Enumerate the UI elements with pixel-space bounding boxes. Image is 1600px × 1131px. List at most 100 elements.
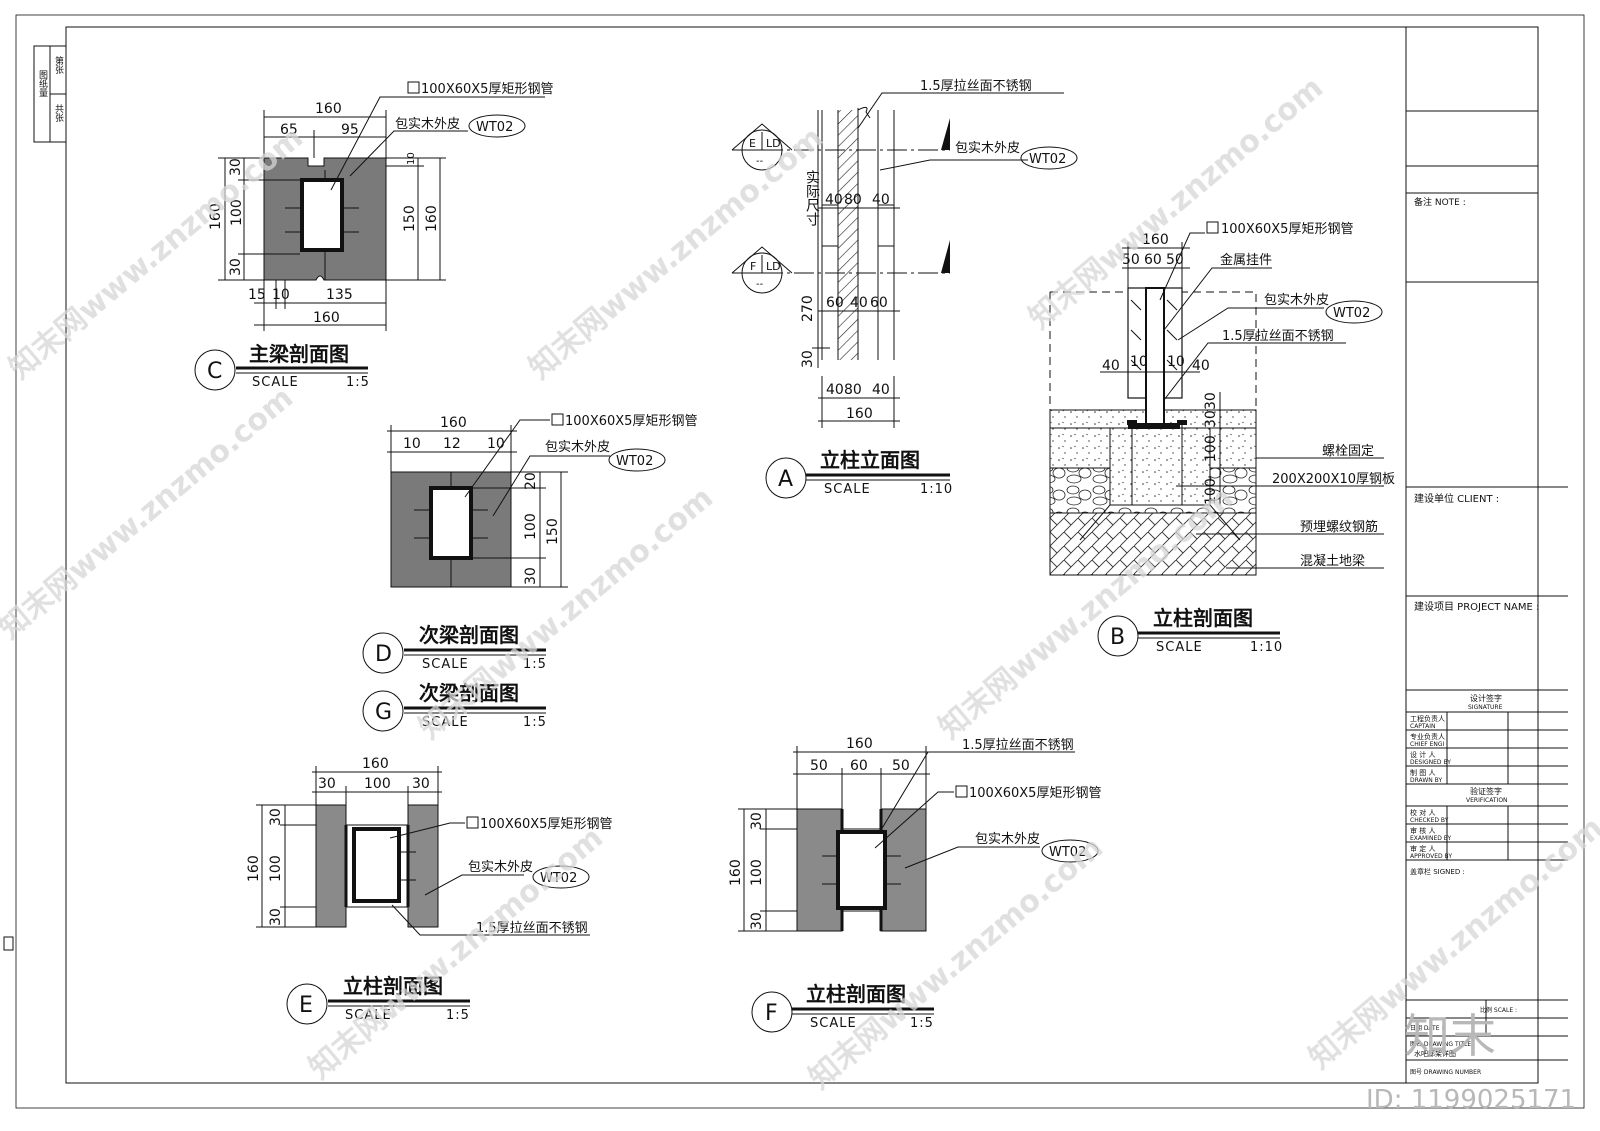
e-dim-l100: 100 (268, 855, 284, 882)
b-label-stainless: 1.5厚拉丝面不锈钢 (1222, 329, 1334, 344)
b-dim-r10: 10 (1167, 354, 1185, 370)
c-dim-65: 65 (280, 122, 298, 138)
a-dim-b3: 40 (872, 382, 890, 398)
d-dim-r100: 100 (523, 513, 539, 540)
f-letter: F (765, 1001, 778, 1026)
section-b: 160 50 60 50 40 10 10 40 30 30 100 100 1… (1049, 221, 1395, 657)
tb-note: 备注 NOTE : (1414, 196, 1466, 208)
f-dim-c: 50 (892, 758, 910, 774)
a-dim-30: 30 (800, 350, 816, 368)
section-g: G 次梁剖面图 SCALE 1:5 (362, 681, 547, 732)
c-label-wood: 包实木外皮 (395, 117, 460, 132)
d-dim-c: 10 (487, 436, 505, 452)
tb-drawn-cn: 制 图 人 (1410, 768, 1435, 777)
c-dim-b160: 160 (313, 310, 340, 326)
c-dim-r10: 10 (406, 152, 417, 165)
tb-drawing-title: 图名 DRAWING TITLE (1410, 1040, 1471, 1048)
b-dim-a: 50 (1122, 252, 1140, 268)
watermark-logo: 知末 (1404, 1009, 1496, 1063)
a-symbol-ld2: LD (766, 260, 781, 273)
a-tag-wt02: WT02 (1029, 152, 1066, 167)
d-dim-r20: 20 (523, 472, 539, 490)
e-label-tube: 100X60X5厚矩形钢管 (480, 817, 612, 832)
a-dim-b1: 40 (826, 382, 844, 398)
g-title: 次梁剖面图 (419, 681, 519, 705)
b-label-beam: 混凝土地梁 (1300, 553, 1365, 569)
d-dim-r150: 150 (545, 518, 561, 545)
e-scale-word: SCALE (345, 1008, 392, 1023)
a-dim-v3: 40 (872, 192, 890, 208)
a-dim-v1: 40 (825, 192, 843, 208)
tb-drawn-en: DRAWN BY (1410, 777, 1442, 784)
tb-scale: 比例 SCALE : (1480, 1006, 1517, 1014)
a-dim-w3: 60 (870, 295, 888, 311)
c-steel-tube (300, 178, 344, 252)
tb-signed: 盖章栏 SIGNED : (1410, 867, 1465, 876)
c-dim-l30b: 30 (228, 258, 244, 276)
tb-verification-cn: 验证签字 (1470, 786, 1502, 796)
tb-captain-en: CAPTAIN (1410, 723, 1435, 730)
e-label-stainless: 1.5厚拉丝面不锈钢 (476, 921, 588, 936)
b-dim-r40: 40 (1192, 358, 1210, 374)
e-dim-top: 160 (362, 756, 389, 772)
section-a: E LD -- F LD -- 实际尺寸 270 30 40 80 40 60 … (731, 79, 1078, 499)
f-dim-top: 160 (846, 736, 873, 752)
tb-chief-cn: 专业负责人 (1410, 732, 1445, 741)
c-dim-r150: 150 (402, 205, 418, 232)
b-dim-top: 160 (1142, 232, 1169, 248)
b-dim-l10: 10 (1130, 354, 1148, 370)
section-e: 160 30 100 30 30 100 30 160 100X60X5厚矩形钢… (246, 756, 612, 1025)
d-label-wood: 包实木外皮 (545, 440, 610, 455)
title-block: 备注 NOTE : 建设单位 CLIENT : 建设项目 PROJECT NAM… (1405, 27, 1568, 1083)
a-dim-w2: 40 (850, 295, 868, 311)
c-label-tube: 100X60X5厚矩形钢管 (421, 82, 553, 97)
f-tag-wt02: WT02 (1049, 845, 1086, 860)
b-dim-h100a: 100 (1203, 435, 1219, 462)
c-dim-top: 160 (315, 101, 342, 117)
f-scale: 1:5 (910, 1016, 934, 1031)
tb-drawing-number: 图号 DRAWING NUMBER (1410, 1069, 1481, 1076)
tb-verification-en: VERIFICATION (1466, 797, 1508, 804)
a-label-actual: 实际尺寸 (804, 170, 820, 226)
tb-date: 日期 DATE : (1410, 1024, 1443, 1032)
a-dim-v2: 80 (844, 192, 862, 208)
tb-project: 建设项目 PROJECT NAME : (1414, 600, 1539, 613)
f-dim-l100: 100 (749, 859, 765, 886)
c-dim-b135: 135 (326, 287, 353, 303)
d-dim-b: 12 (443, 436, 461, 452)
d-dim-r30: 30 (523, 567, 539, 585)
a-scale-word: SCALE (824, 482, 871, 497)
a-title: 立柱立面图 (820, 448, 920, 472)
c-dim-b10: 10 (272, 287, 290, 303)
tb-client: 建设单位 CLIENT : (1414, 492, 1499, 505)
tb-signature-en: SIGNATURE (1468, 704, 1503, 711)
f-scale-word: SCALE (810, 1016, 857, 1031)
a-symbol-dash1: -- (756, 156, 764, 167)
c-tag-wt02: WT02 (476, 120, 513, 135)
d-scale: 1:5 (523, 657, 547, 672)
tb-signature-cn: 设计签字 (1470, 693, 1502, 703)
section-f: 160 50 60 50 30 100 30 160 1.5厚拉丝面不锈钢 10… (728, 736, 1101, 1033)
tb-checked-en: CHECKED BY (1410, 817, 1449, 824)
b-label-plate: 200X200X10厚钢板 (1272, 472, 1395, 487)
e-dim-l30a: 30 (268, 808, 284, 826)
d-steel-tube (429, 486, 473, 560)
a-dim-270: 270 (800, 295, 816, 322)
tb-examined-en: EXAMINED BY (1410, 835, 1452, 842)
e-dim-c: 30 (412, 776, 430, 792)
e-dim-a: 30 (318, 776, 336, 792)
d-scale-word: SCALE (422, 657, 469, 672)
b-dim-h100b: 100 (1203, 478, 1219, 505)
tb-approved-cn: 审 定 人 (1410, 844, 1435, 853)
f-dim-a: 50 (810, 758, 828, 774)
g-scale: 1:5 (523, 715, 547, 730)
f-label-stainless: 1.5厚拉丝面不锈钢 (962, 738, 1074, 753)
b-label-rebar: 预埋螺纹钢筋 (1300, 519, 1378, 535)
a-symbol-ld1: LD (766, 137, 781, 150)
binding-strip: 图纸量 第张 共张 (3, 45, 67, 951)
watermark-7: 知末网www.znzmo.com (303, 820, 610, 1086)
e-dim-b: 100 (364, 776, 391, 792)
f-dim-l30b: 30 (749, 912, 765, 930)
c-dim-r160: 160 (424, 205, 440, 232)
